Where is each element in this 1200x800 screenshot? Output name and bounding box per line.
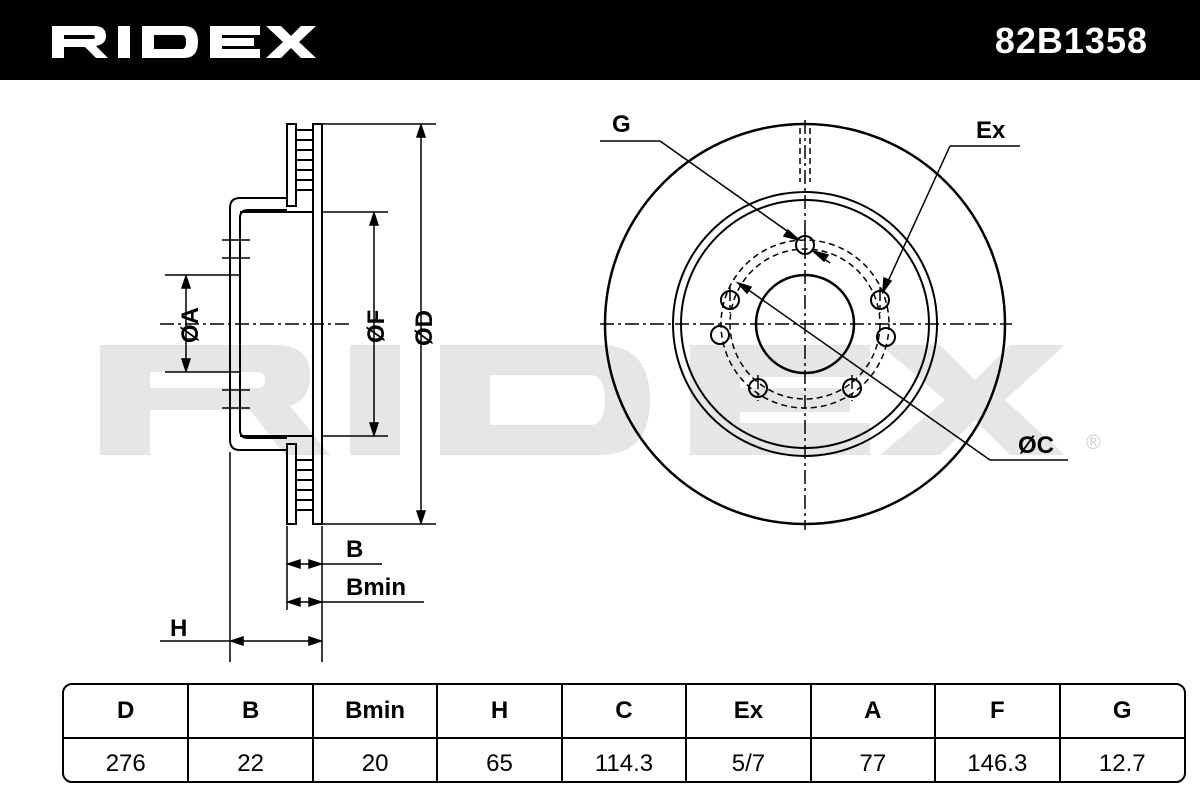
table-header-cell: G	[1058, 685, 1184, 739]
table-header-cell: Ex	[685, 685, 811, 739]
header-bar: 82B1358	[0, 0, 1200, 80]
label-d: ØD	[411, 310, 438, 346]
leader-ex	[882, 145, 1020, 295]
table-cell: 276	[105, 750, 146, 777]
table-header-cell: F	[934, 685, 1060, 739]
table-cell: 114.3	[560, 738, 687, 781]
label-a: ØA	[177, 307, 204, 343]
dim-d	[322, 122, 436, 526]
label-h: H	[170, 615, 187, 642]
table-header-cell: Bmin	[311, 685, 438, 739]
part-number: 82B1358	[994, 20, 1148, 61]
table-cell: 22	[187, 738, 313, 781]
label-bmin: Bmin	[346, 574, 406, 601]
registered-mark: ®	[1086, 432, 1101, 454]
label-f: ØF	[363, 310, 390, 343]
table-cell: 5/7	[685, 738, 811, 781]
center-lines-front	[600, 120, 1012, 530]
table-row: 276 22 20 65 114.3 5/7 77 146.3 12.7	[64, 738, 1184, 781]
label-g: G	[612, 111, 631, 138]
technical-drawing: ®	[100, 111, 1101, 662]
label-ex: Ex	[976, 117, 1006, 144]
spec-table: D B Bmin H C Ex A F G 276 22 20 65 114.3…	[62, 683, 1186, 783]
dim-b	[285, 526, 424, 662]
leader-c	[735, 281, 1068, 461]
table-header-cell: D	[64, 685, 189, 739]
table-cell: 12.7	[1058, 738, 1184, 781]
table-cell: 77	[809, 738, 936, 781]
table-cell: 65	[436, 738, 562, 781]
table-header-cell: H	[436, 685, 562, 739]
table-header-cell: A	[809, 685, 936, 739]
table-header-cell: C	[560, 685, 687, 739]
leader-g	[600, 140, 831, 264]
dim-f	[322, 210, 388, 438]
table-cell: 146.3	[934, 738, 1060, 781]
label-b: B	[346, 536, 363, 563]
dim-h	[160, 452, 324, 662]
label-c: ØC	[1018, 432, 1054, 459]
table-header-row: D B Bmin H C Ex A F G	[64, 685, 1184, 739]
ridex-logo	[52, 26, 316, 58]
dim-a	[165, 273, 230, 374]
table-header-cell: B	[187, 685, 313, 739]
table-cell: 20	[311, 738, 438, 781]
